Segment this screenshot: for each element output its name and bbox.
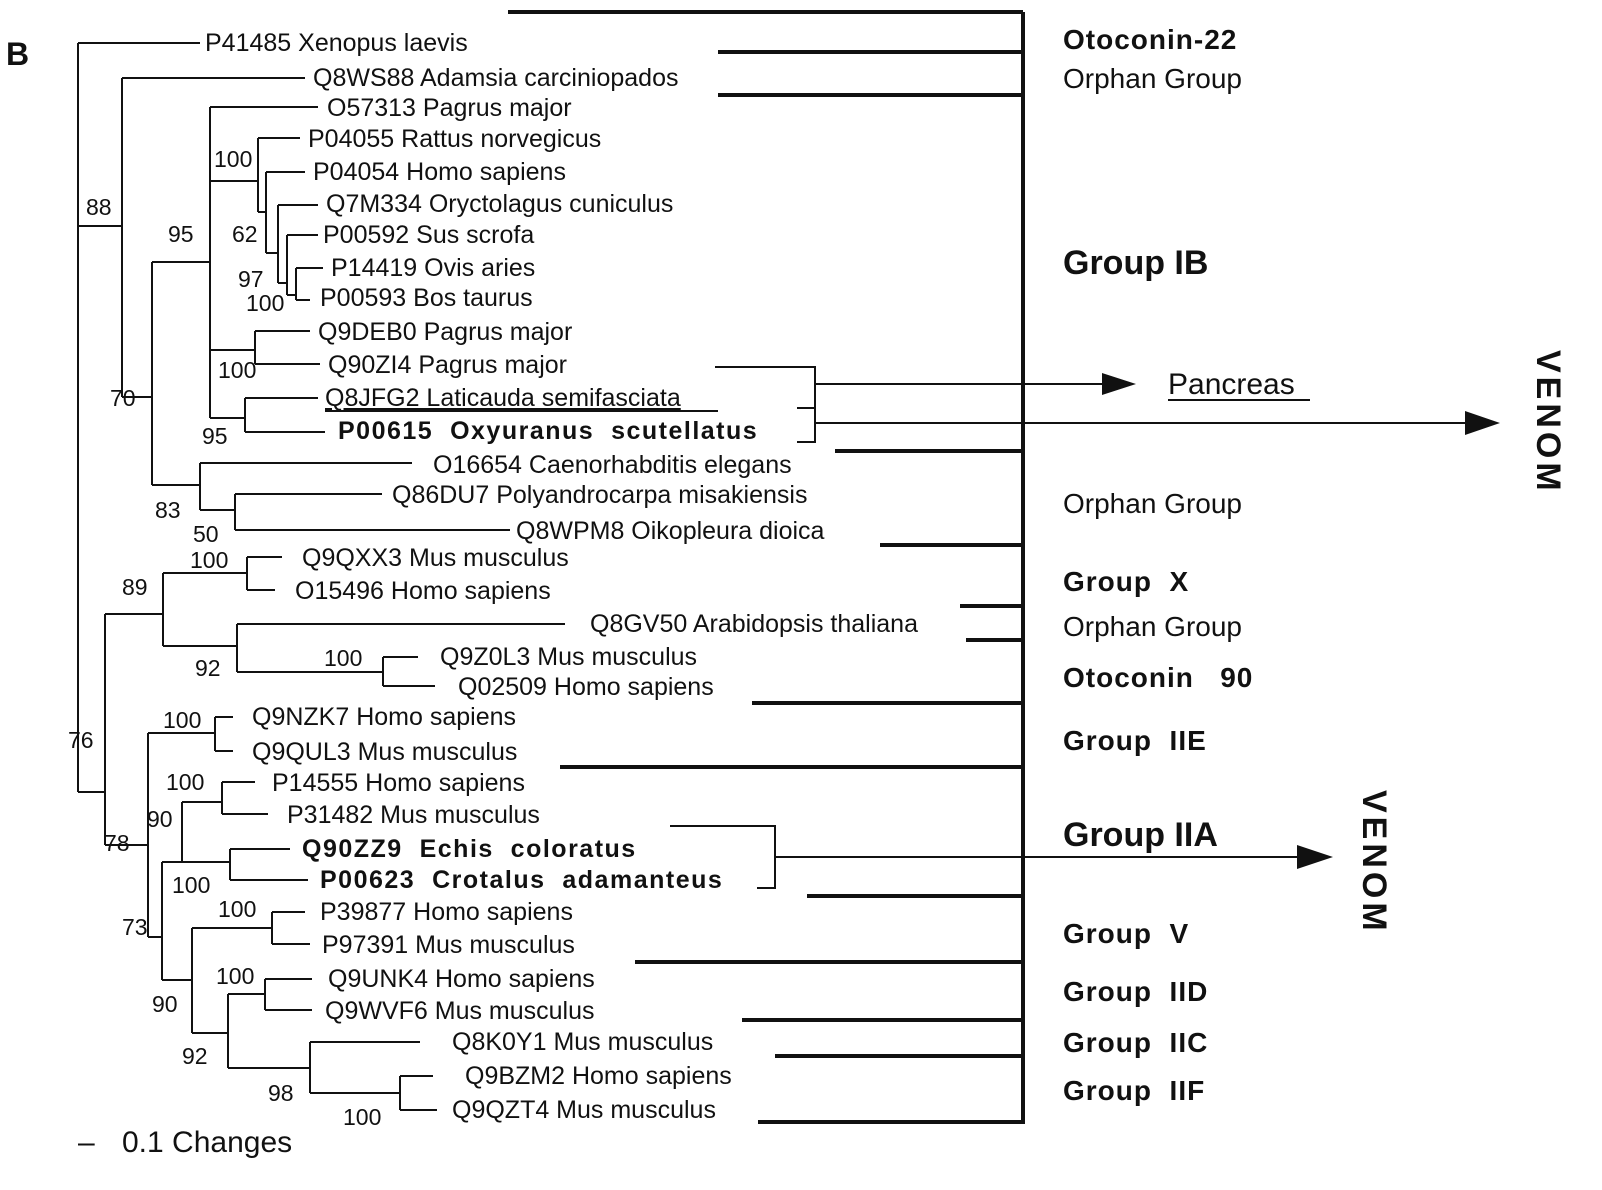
taxon-label: Q8JFG2 Laticauda semifasciata (325, 384, 681, 412)
bootstrap-value: 78 (104, 830, 130, 856)
group-label-v: Group V (1063, 918, 1189, 949)
bootstrap-value: 83 (155, 497, 181, 523)
group-label-iif: Group IIF (1063, 1075, 1205, 1106)
group-label-ib: Group IB (1063, 244, 1208, 282)
taxon-label: Q9QZT4 Mus musculus (452, 1096, 716, 1124)
group-label-iic: Group IIC (1063, 1027, 1208, 1058)
taxon-label: Q02509 Homo sapiens (458, 673, 714, 701)
tree-branches (77, 42, 565, 1111)
taxon-label: P14419 Ovis aries (331, 254, 535, 282)
bootstrap-value: 100 (172, 872, 210, 898)
taxon-label: P39877 Homo sapiens (320, 898, 573, 926)
bootstrap-value: 100 (214, 146, 252, 172)
bootstrap-value: 100 (190, 547, 228, 573)
taxon-label: P00592 Sus scrofa (323, 221, 534, 249)
taxon-label: P14555 Homo sapiens (272, 769, 525, 797)
taxon-label: Q86DU7 Polyandrocarpa misakiensis (392, 481, 807, 509)
bootstrap-value: 95 (168, 221, 194, 247)
group-label-x: Group X (1063, 566, 1189, 597)
bootstrap-value: 90 (152, 991, 178, 1017)
bootstrap-value: 100 (343, 1104, 381, 1130)
group-label-orphan: Orphan Group (1063, 63, 1242, 94)
bootstrap-value: 92 (182, 1043, 208, 1069)
bootstrap-value: 100 (216, 963, 254, 989)
bootstrap-value: 97 (238, 266, 264, 292)
bootstrap-value: 100 (163, 707, 201, 733)
bootstrap-value: 50 (193, 521, 219, 547)
arrow-head-venom-top (1465, 411, 1500, 435)
taxon-label: O16654 Caenorhabditis elegans (433, 451, 792, 479)
taxon-label: P41485 Xenopus laevis (205, 29, 468, 57)
taxon-label: Q7M334 Oryctolagus cuniculus (326, 190, 673, 218)
connector-line (715, 366, 816, 443)
venom-label-top: VENOM (1529, 350, 1567, 495)
taxon-label: Q9UNK4 Homo sapiens (328, 965, 595, 993)
venom-label-bottom: VENOM (1355, 790, 1393, 935)
taxon-label-venom: P00615 Oxyuranus scutellatus (338, 417, 758, 445)
taxon-label: Q9Z0L3 Mus musculus (440, 643, 697, 671)
group-label-iie: Group IIE (1063, 725, 1207, 756)
bootstrap-value: 100 (166, 769, 204, 795)
group-labels: Otoconin-22 Orphan Group Group IB Orphan… (1063, 24, 1253, 1106)
taxon-label: Q9QUL3 Mus musculus (252, 738, 517, 766)
taxon-labels: P41485 Xenopus laevis Q8WS88 Adamsia car… (205, 29, 918, 1124)
taxon-label: Q90ZI4 Pagrus major (328, 351, 567, 379)
bootstrap-values: 88 95 100 62 97 100 100 70 95 83 50 100 … (68, 146, 381, 1130)
taxon-label: Q9DEB0 Pagrus major (318, 318, 572, 346)
taxon-label: P00593 Bos taurus (320, 284, 533, 312)
arrow-head-venom-bottom (1297, 845, 1333, 869)
taxon-label: Q9NZK7 Homo sapiens (252, 703, 516, 731)
group-label-iid: Group IID (1063, 976, 1208, 1007)
taxon-label: Q9BZM2 Homo sapiens (465, 1062, 732, 1090)
taxon-label-venom: P00623 Crotalus adamanteus (320, 866, 723, 894)
taxon-label: P04055 Rattus norvegicus (308, 125, 601, 153)
bootstrap-value: 70 (110, 385, 136, 411)
taxon-label: Q8WS88 Adamsia carciniopados (313, 64, 678, 92)
taxon-label: Q9WVF6 Mus musculus (325, 997, 595, 1025)
group-bracket (508, 10, 1025, 1124)
taxon-label: O57313 Pagrus major (327, 94, 572, 122)
bootstrap-value: 98 (268, 1080, 294, 1106)
bootstrap-value: 92 (195, 655, 221, 681)
taxon-label: O15496 Homo sapiens (295, 577, 551, 605)
scale-bar-dash: – (78, 1126, 95, 1159)
bootstrap-value: 100 (218, 896, 256, 922)
group-label-iia: Group IIA (1063, 816, 1218, 854)
taxon-label-venom: Q90ZZ9 Echis coloratus (302, 835, 637, 863)
panel-label: B (6, 36, 29, 72)
taxon-label: Q8WPM8 Oikopleura dioica (516, 517, 825, 545)
pancreas-label: Pancreas (1168, 368, 1295, 401)
bootstrap-value: 100 (218, 357, 256, 383)
group-label-otoconin-22: Otoconin-22 (1063, 24, 1237, 55)
bootstrap-value: 62 (232, 221, 258, 247)
bootstrap-value: 73 (122, 914, 148, 940)
taxon-label: P04054 Homo sapiens (313, 158, 566, 186)
taxon-label: P97391 Mus musculus (322, 931, 575, 959)
group-label-orphan: Orphan Group (1063, 611, 1242, 642)
bootstrap-value: 90 (147, 806, 173, 832)
scale-bar-label: 0.1 Changes (122, 1126, 292, 1159)
taxon-label: P31482 Mus musculus (287, 801, 540, 829)
bootstrap-value: 89 (122, 574, 148, 600)
arrow-head-pancreas (1102, 373, 1136, 395)
bootstrap-value: 76 (68, 727, 94, 753)
venom-connectors (670, 366, 1500, 889)
bootstrap-value: 95 (202, 423, 228, 449)
bootstrap-value: 88 (86, 194, 112, 220)
bootstrap-value: 100 (246, 290, 284, 316)
taxon-label: Q9QXX3 Mus musculus (302, 544, 569, 572)
taxon-label: Q8K0Y1 Mus musculus (452, 1028, 713, 1056)
taxon-label: Q8GV50 Arabidopsis thaliana (590, 610, 918, 638)
group-label-otoconin-90: Otoconin 90 (1063, 662, 1253, 693)
group-label-orphan: Orphan Group (1063, 488, 1242, 519)
bootstrap-value: 100 (324, 645, 362, 671)
